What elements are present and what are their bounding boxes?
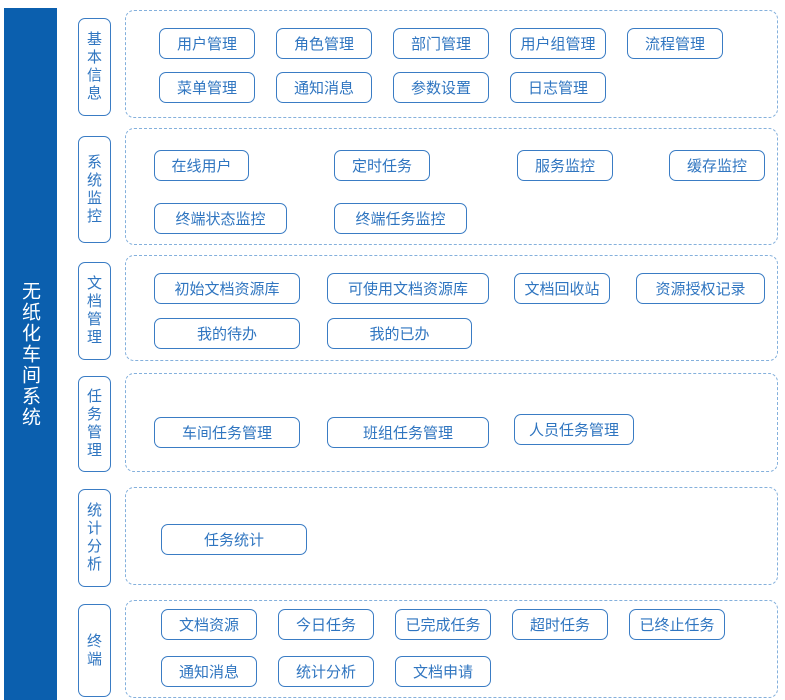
- module-button[interactable]: 任务统计: [161, 524, 307, 555]
- module-button[interactable]: 日志管理: [510, 72, 606, 103]
- module-button[interactable]: 车间任务管理: [154, 417, 300, 448]
- section-group: [125, 128, 778, 245]
- module-button[interactable]: 角色管理: [276, 28, 372, 59]
- module-button[interactable]: 菜单管理: [159, 72, 255, 103]
- module-button[interactable]: 用户管理: [159, 28, 255, 59]
- section-label: 基本信息: [78, 18, 111, 116]
- module-button[interactable]: 部门管理: [393, 28, 489, 59]
- section-label: 系统监控: [78, 136, 111, 243]
- module-button[interactable]: 定时任务: [334, 150, 430, 181]
- module-button[interactable]: 我的待办: [154, 318, 300, 349]
- module-button[interactable]: 用户组管理: [510, 28, 606, 59]
- module-button[interactable]: 终端状态监控: [154, 203, 287, 234]
- module-button[interactable]: 文档申请: [395, 656, 491, 687]
- module-button[interactable]: 资源授权记录: [636, 273, 765, 304]
- module-button[interactable]: 参数设置: [393, 72, 489, 103]
- section-group: [125, 487, 778, 585]
- module-button[interactable]: 初始文档资源库: [154, 273, 300, 304]
- module-button[interactable]: 可使用文档资源库: [327, 273, 489, 304]
- module-button[interactable]: 超时任务: [512, 609, 608, 640]
- section-label: 统计分析: [78, 489, 111, 587]
- module-button[interactable]: 通知消息: [276, 72, 372, 103]
- module-button[interactable]: 通知消息: [161, 656, 257, 687]
- module-button[interactable]: 我的已办: [327, 318, 472, 349]
- module-button[interactable]: 文档回收站: [514, 273, 610, 304]
- section-group: [125, 600, 778, 698]
- module-button[interactable]: 班组任务管理: [327, 417, 489, 448]
- section-label: 任务管理: [78, 376, 111, 472]
- module-button[interactable]: 已终止任务: [629, 609, 725, 640]
- module-button[interactable]: 流程管理: [627, 28, 723, 59]
- section-group: [125, 255, 778, 361]
- module-button[interactable]: 统计分析: [278, 656, 374, 687]
- module-button[interactable]: 缓存监控: [669, 150, 765, 181]
- section-group: [125, 10, 778, 118]
- module-button[interactable]: 人员任务管理: [514, 414, 634, 445]
- section-label: 终端: [78, 604, 111, 697]
- system-title: 无纸化车间系统: [4, 8, 57, 700]
- module-button[interactable]: 终端任务监控: [334, 203, 467, 234]
- module-button[interactable]: 已完成任务: [395, 609, 491, 640]
- module-button[interactable]: 在线用户: [154, 150, 249, 181]
- module-button[interactable]: 文档资源: [161, 609, 257, 640]
- module-button[interactable]: 服务监控: [517, 150, 613, 181]
- section-label: 文档管理: [78, 262, 111, 360]
- section-group: [125, 373, 778, 472]
- module-button[interactable]: 今日任务: [278, 609, 374, 640]
